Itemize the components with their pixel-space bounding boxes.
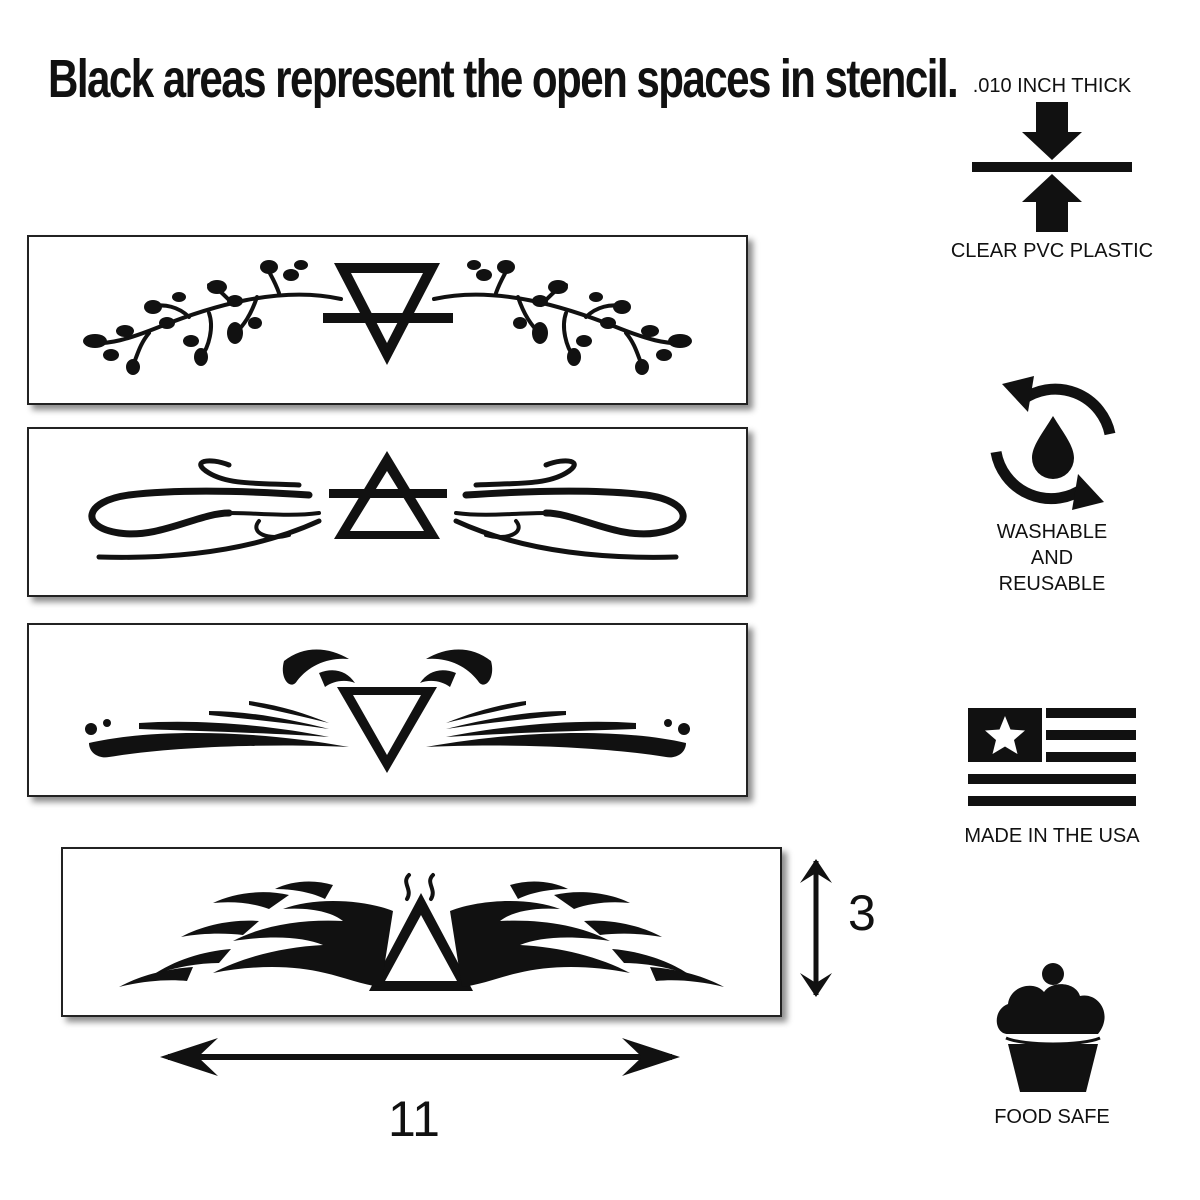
thickness-icon <box>972 102 1132 232</box>
stencil-panel-earth <box>27 235 748 405</box>
earth-bar <box>323 313 453 323</box>
height-label: 3 <box>848 885 876 941</box>
water-stencil-artwork <box>85 649 690 773</box>
width-label: 11 <box>388 1091 440 1147</box>
stencil-panel-fire <box>61 847 782 1017</box>
width-arrow-icon <box>160 1038 680 1076</box>
right-flames-icon <box>450 881 724 987</box>
origin-label: MADE IN THE USA <box>964 825 1140 847</box>
left-flames-icon <box>119 881 393 987</box>
material-label: CLEAR PVC PLASTIC <box>950 240 1154 262</box>
thickness-label: .010 INCH THICK <box>972 75 1132 97</box>
cupcake-icon <box>996 963 1105 1092</box>
left-swirl-icon <box>88 458 322 560</box>
left-leaves-icon <box>83 260 308 375</box>
fire-stencil-artwork <box>119 873 724 991</box>
earth-stencil-artwork <box>83 260 692 375</box>
earth-triangle-icon <box>334 263 440 365</box>
air-stencil-artwork <box>88 451 687 560</box>
right-vine-icon <box>432 260 692 375</box>
usa-flag-icon <box>968 708 1136 806</box>
washable-label-3: REUSABLE <box>998 573 1106 595</box>
height-arrow-icon <box>800 859 832 997</box>
air-triangle-icon <box>334 451 440 539</box>
right-splash-icon <box>420 649 690 758</box>
water-triangle-icon <box>337 687 437 773</box>
stencil-panel-air <box>27 427 748 597</box>
right-swirl-icon <box>453 458 687 560</box>
air-bar <box>329 489 447 498</box>
washable-label-2: AND <box>1030 547 1074 569</box>
food-safe-label: FOOD SAFE <box>994 1106 1110 1128</box>
headline: Black areas represent the open spaces in… <box>48 49 959 109</box>
washable-label-1: WASHABLE <box>996 521 1108 543</box>
recycle-water-icon <box>990 376 1116 510</box>
smoke-icon <box>404 873 435 901</box>
stencil-panel-water <box>27 623 748 797</box>
left-splash-icon <box>85 649 355 758</box>
